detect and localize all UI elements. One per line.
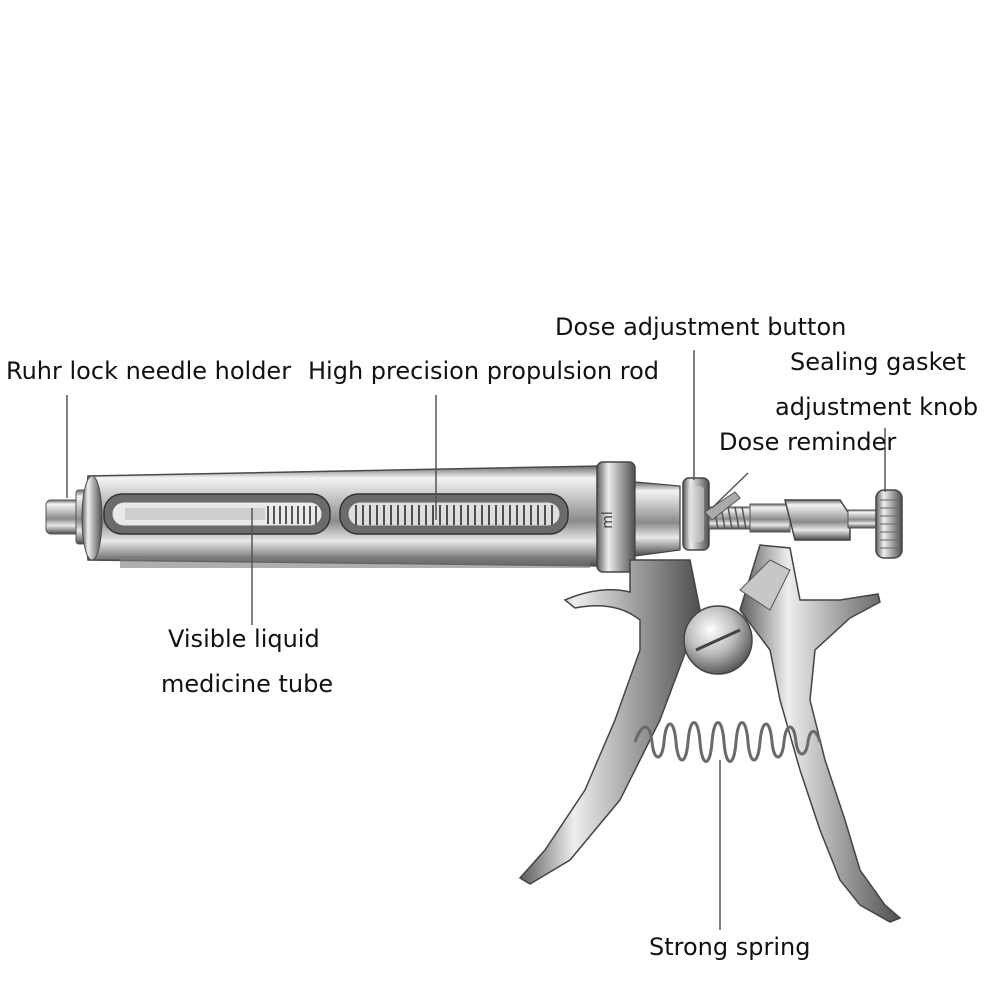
trigger-handle — [739, 544, 902, 923]
liquid-tube-window — [103, 493, 331, 535]
label-dose-adjustment-button: Dose adjustment button — [555, 313, 847, 341]
leader-lines — [66, 350, 886, 930]
dose-reminder — [704, 491, 741, 521]
strong-spring — [633, 721, 822, 763]
label-dose-reminder: Dose reminder — [719, 428, 897, 456]
dose-adjustment-button — [682, 477, 710, 551]
rear-housing — [784, 499, 881, 541]
label-propulsion-rod: High precision propulsion rod — [308, 357, 660, 385]
label-needle-holder: Ruhr lock needle holder — [6, 357, 292, 385]
label-sealing-gasket: Sealing gasket — [790, 348, 966, 376]
label-adjustment-knob: adjustment knob — [775, 393, 979, 421]
barrel-collar: ml — [596, 461, 681, 573]
threaded-shaft — [708, 503, 791, 533]
leader-dose-reminder — [711, 472, 749, 509]
pivot-screw — [683, 605, 753, 675]
label-visible-liquid: Visible liquid — [168, 625, 320, 653]
propulsion-rod-window — [339, 493, 569, 535]
barrel-marking: ml — [600, 511, 616, 529]
sealing-gasket-knob — [875, 489, 903, 559]
label-medicine-tube: medicine tube — [161, 670, 334, 698]
label-strong-spring: Strong spring — [649, 933, 811, 961]
front-grip — [518, 559, 701, 885]
